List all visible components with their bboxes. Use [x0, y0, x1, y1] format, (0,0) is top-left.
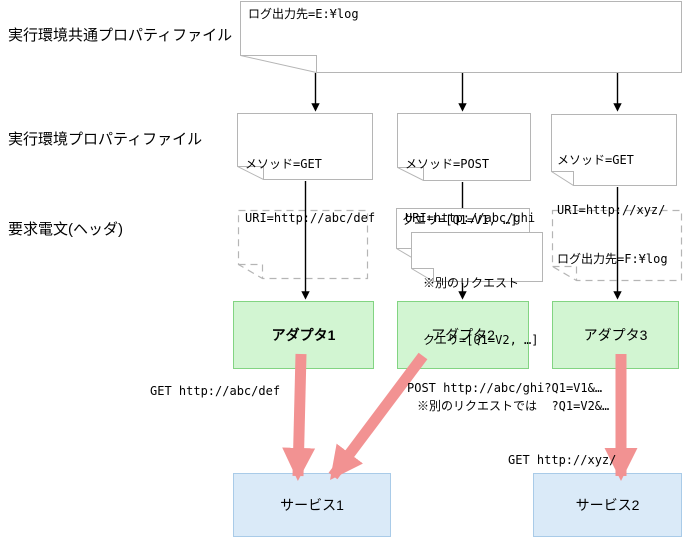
row-label-request-message-header: 要求電文(ヘッダ) — [8, 221, 123, 238]
note-query1-text: クエリ=[Q1=V1, …] — [402, 213, 518, 227]
service-1-box: サービス1 — [233, 473, 391, 537]
note-env3-line-2: URI=http://xyz/ — [557, 202, 666, 217]
adapter-3-label: アダプタ3 — [583, 327, 648, 343]
note-env2-line-2: URI=http://abc/ghi — [405, 211, 536, 225]
annotation-adapter3-request: GET http://xyz/ — [508, 453, 617, 467]
service-2-label: サービス2 — [575, 497, 640, 513]
note-query2-line-2: クエリ=[Q1=V2, …] — [423, 333, 539, 347]
note-env1-line-1: メソッド=GET — [245, 157, 322, 171]
note-env2-text: メソッド=POST URI=http://abc/ghi — [405, 119, 535, 263]
row-label-common-properties-file: 実行環境共通プロパティファイル — [8, 27, 233, 44]
annotation-adapter2-request-line2: ※別のリクエストでは ?Q1=V2&… — [417, 399, 610, 413]
arrow-adapter1-to-service1 — [282, 353, 316, 481]
note-env3-line-3: ログ出力先=F:¥log — [557, 252, 668, 266]
note-env1-text: メソッド=GET URI=http://abc/def — [245, 119, 375, 263]
note-query2-text: ※別のリクエスト クエリ=[Q1=V2, …] — [423, 236, 538, 388]
adapter-1-box: アダプタ1 — [233, 301, 374, 369]
adapter-3-box: アダプタ3 — [552, 301, 679, 369]
arrow-adapter2-to-service1 — [328, 352, 428, 480]
row-label-environment-properties-file: 実行環境プロパティファイル — [8, 131, 203, 148]
annotation-adapter2-request-line1: POST http://abc/ghi?Q1=V1&… — [407, 381, 603, 395]
service-1-label: サービス1 — [280, 497, 344, 513]
annotation-adapter1-request: GET http://abc/def — [150, 384, 281, 398]
service-2-box: サービス2 — [533, 473, 682, 537]
adapter-2-label: アダプタ2 — [431, 327, 495, 343]
note-env3-line-1: メソッド=GET — [557, 153, 634, 167]
note-env2-line-1: メソッド=POST — [405, 157, 490, 171]
note-common-text: ログ出力先=E:¥log — [248, 7, 359, 21]
adapter-1-label: アダプタ1 — [271, 327, 336, 343]
note-query2-line-1: ※別のリクエスト — [423, 276, 520, 290]
note-env1-line-2: URI=http://abc/def — [245, 211, 376, 225]
note-env3-text: メソッド=GET URI=http://xyz/ ログ出力先=F:¥log — [557, 119, 668, 301]
